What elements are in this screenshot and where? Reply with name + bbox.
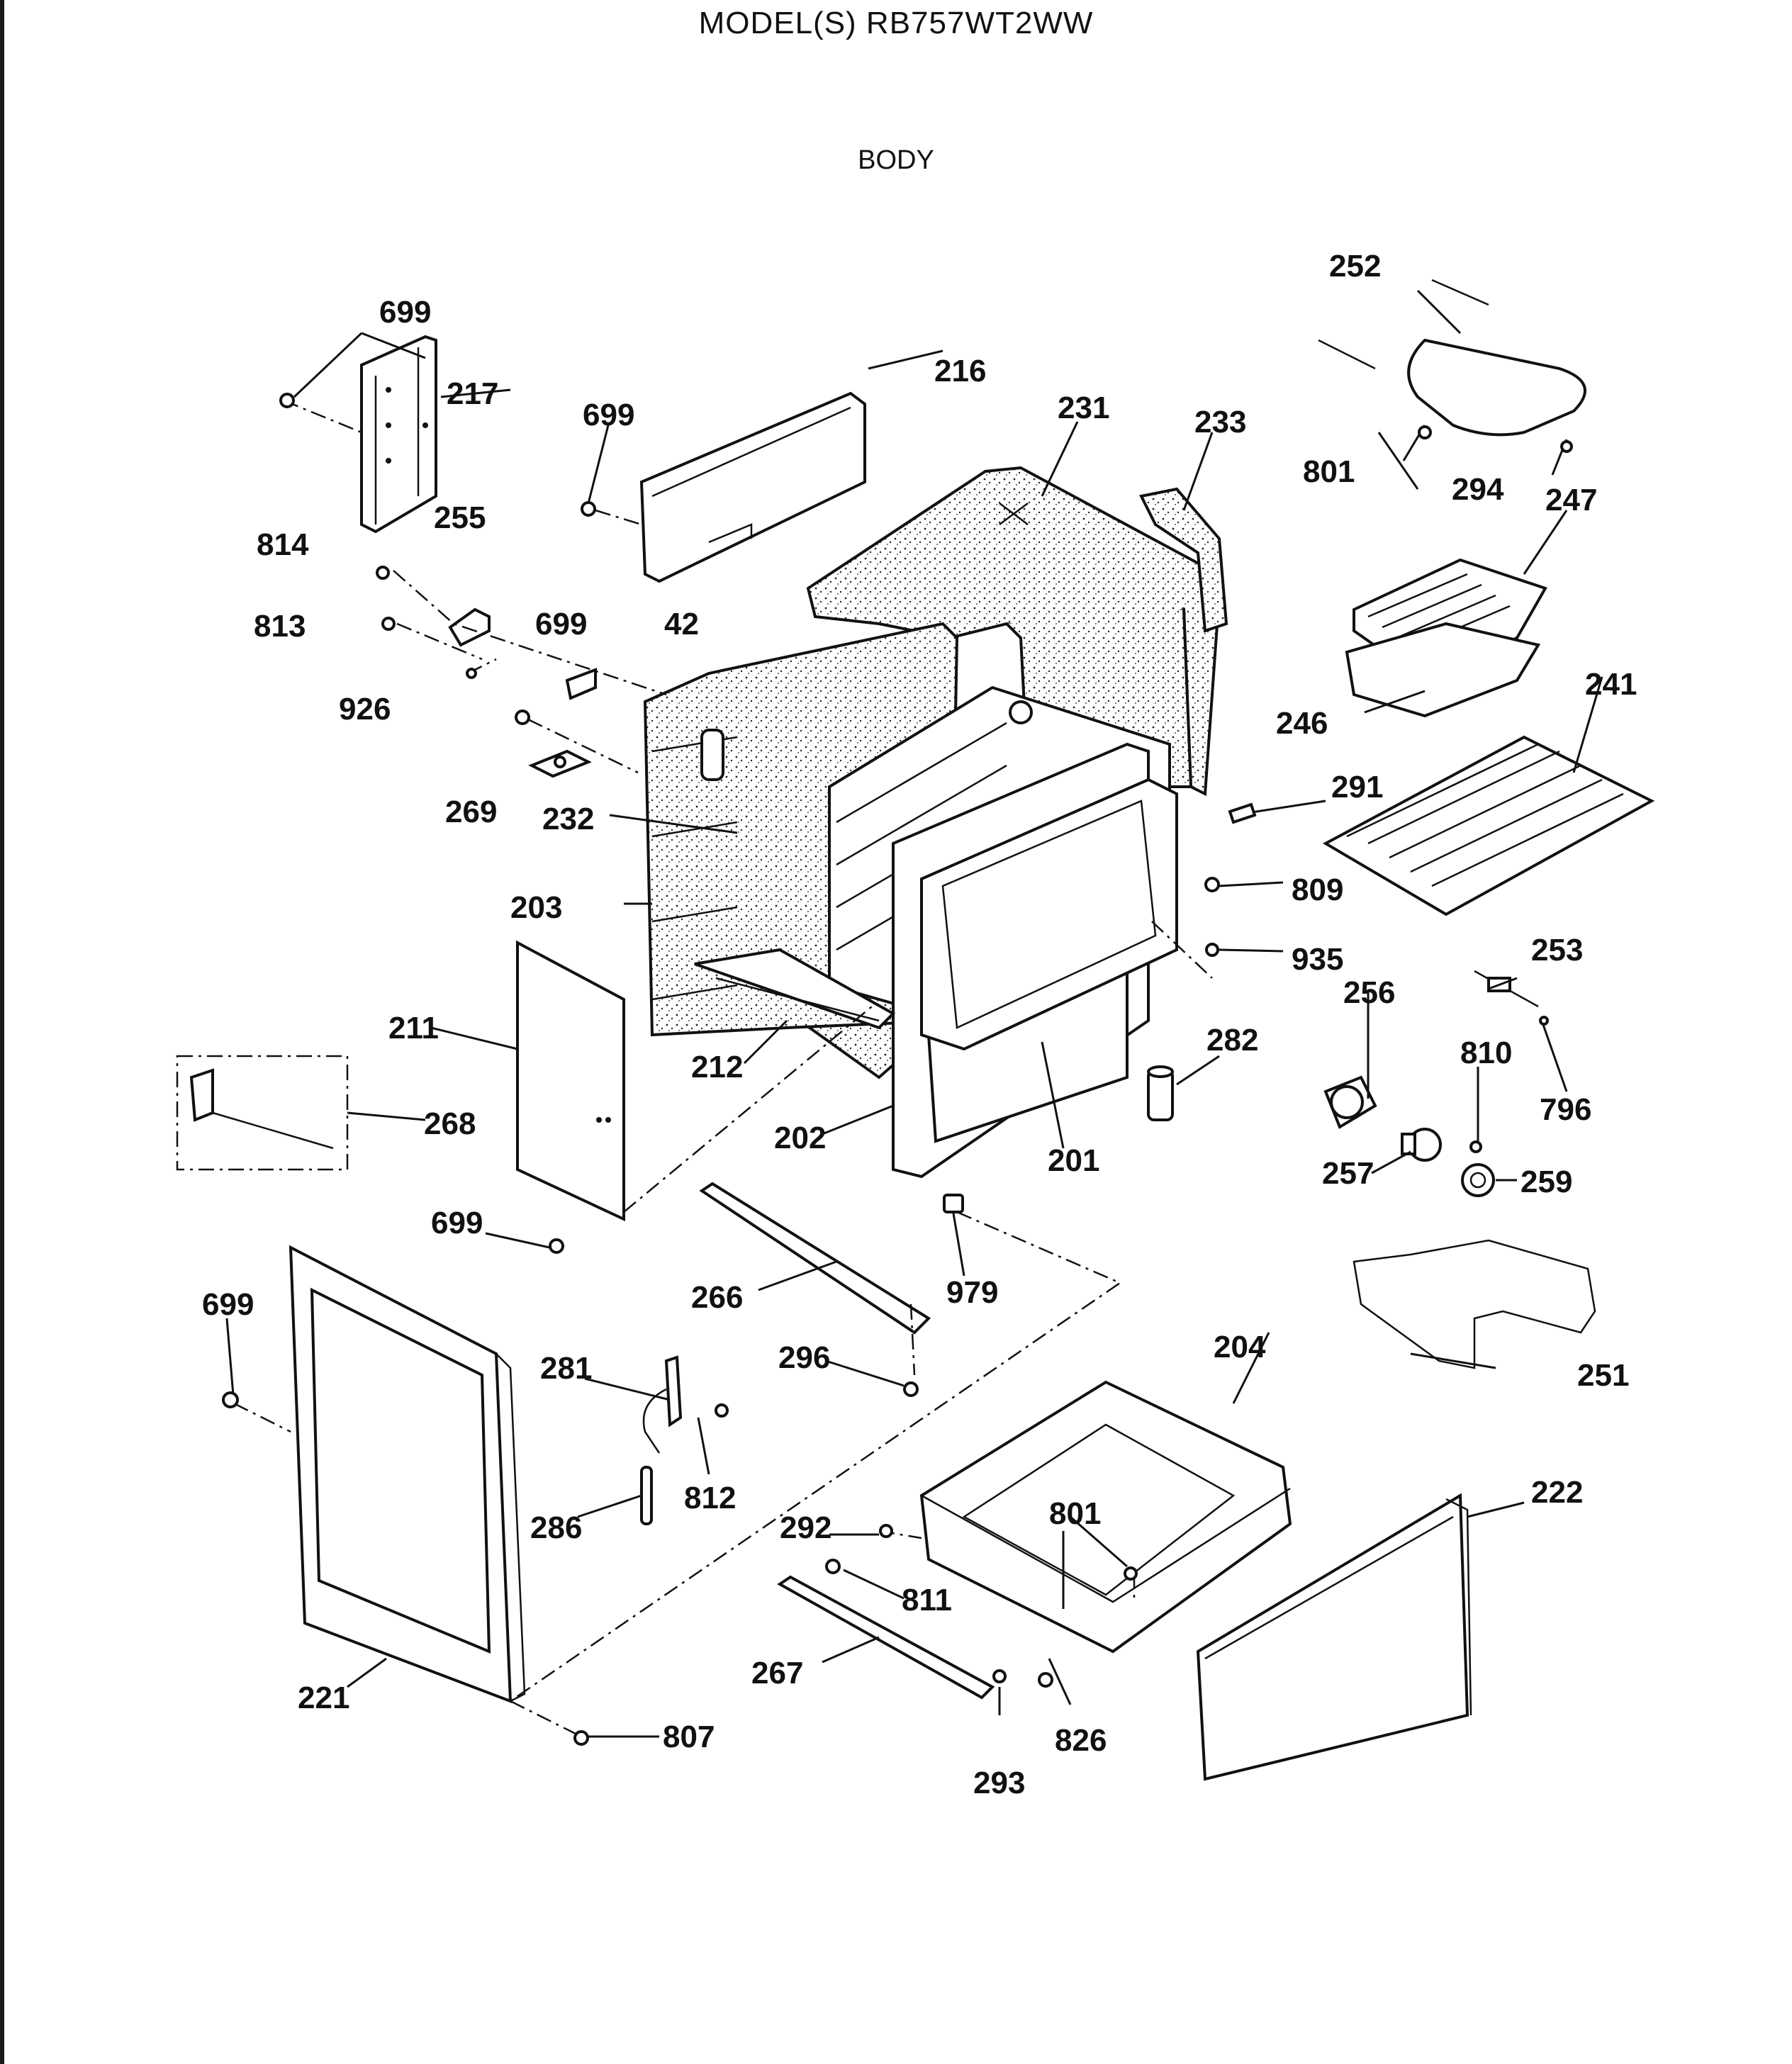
callout-699: 699	[431, 1206, 483, 1240]
callout-699: 699	[583, 398, 634, 432]
callout-221: 221	[298, 1681, 349, 1715]
top-panel-216	[639, 391, 866, 583]
callout-296: 296	[778, 1340, 830, 1375]
callout-247: 247	[1545, 483, 1597, 517]
callout-246: 246	[1276, 706, 1328, 741]
callout-257: 257	[1322, 1156, 1374, 1191]
callout-699: 699	[202, 1287, 254, 1322]
callout-202: 202	[774, 1121, 826, 1155]
callout-826: 826	[1055, 1723, 1107, 1758]
door-liner-201	[920, 778, 1178, 1051]
callout-201: 201	[1048, 1143, 1099, 1178]
callout-293: 293	[973, 1766, 1025, 1800]
callout-292: 292	[780, 1510, 831, 1545]
callout-291: 291	[1331, 770, 1383, 804]
callout-810: 810	[1460, 1036, 1512, 1070]
callout-204: 204	[1214, 1330, 1266, 1364]
callout-217: 217	[447, 376, 498, 411]
side-duct-233	[1139, 487, 1228, 633]
callout-699: 699	[379, 295, 431, 330]
callout-211: 211	[388, 1011, 439, 1045]
callout-232: 232	[542, 802, 594, 836]
bracket-217	[360, 335, 437, 534]
callout-203: 203	[510, 890, 562, 925]
callout-222: 222	[1531, 1475, 1583, 1510]
callout-42: 42	[664, 607, 699, 641]
callout-286: 286	[530, 1510, 582, 1545]
callout-699: 699	[535, 607, 587, 641]
callout-282: 282	[1206, 1023, 1258, 1058]
leveler-282	[1147, 1065, 1174, 1121]
callout-266: 266	[691, 1280, 743, 1315]
oven-rack-241	[1322, 735, 1655, 916]
section-title: BODY	[858, 145, 934, 175]
hinge-pin-286	[640, 1466, 653, 1525]
callout-212: 212	[691, 1050, 743, 1084]
callout-814: 814	[257, 527, 309, 562]
callout-269: 269	[445, 795, 497, 829]
light-lens-259	[1461, 1163, 1495, 1197]
callout-812: 812	[684, 1481, 736, 1515]
broiler-grid-246	[1345, 622, 1541, 718]
drawer-front-222	[1196, 1493, 1472, 1781]
callout-252: 252	[1329, 249, 1381, 284]
bake-element-251	[1353, 1239, 1596, 1369]
bottom-plate-212	[694, 948, 896, 1030]
callout-253: 253	[1531, 933, 1583, 968]
callout-268: 268	[424, 1106, 476, 1141]
callout-801: 801	[1049, 1496, 1101, 1531]
light-bulb-257	[1401, 1128, 1442, 1162]
light-receptacle-256	[1323, 1075, 1377, 1129]
callout-811: 811	[902, 1583, 952, 1617]
callout-807: 807	[663, 1720, 715, 1754]
drawer-rail-267	[777, 1575, 995, 1700]
hinge-bracket-255	[448, 607, 491, 647]
callout-979: 979	[946, 1275, 998, 1310]
sensor-253	[1474, 970, 1539, 1008]
callout-294: 294	[1452, 472, 1504, 507]
callout-255: 255	[434, 500, 486, 535]
door-hinge-281	[642, 1355, 683, 1454]
callout-241: 241	[1585, 667, 1637, 702]
leader-lines	[225, 289, 1603, 1738]
callout-926: 926	[339, 692, 391, 727]
scan-edge	[0, 0, 4, 2064]
callout-809: 809	[1292, 873, 1343, 907]
door-221	[289, 1245, 526, 1703]
fasteners	[222, 393, 1573, 1746]
callout-233: 233	[1194, 405, 1246, 439]
terminal-block-268-box	[176, 1055, 349, 1171]
callout-256: 256	[1343, 975, 1395, 1010]
callout-251: 251	[1577, 1358, 1629, 1393]
broil-element-252	[1318, 279, 1586, 437]
callout-801: 801	[1303, 454, 1355, 489]
latch-269	[528, 749, 592, 778]
callout-935: 935	[1292, 942, 1343, 977]
callout-216: 216	[934, 354, 986, 388]
callout-281: 281	[540, 1351, 592, 1386]
drawer-204	[919, 1380, 1292, 1654]
page-title: MODEL(S) RB757WT2WW	[698, 6, 1094, 40]
rear-panel-211	[516, 940, 625, 1222]
plate-42	[565, 668, 597, 700]
slide-rail-266	[699, 1182, 931, 1335]
callout-259: 259	[1521, 1165, 1572, 1199]
clip-979	[943, 1194, 964, 1213]
callout-267: 267	[751, 1656, 803, 1690]
callout-labels: 699 217 699 216 231 233 252 801 294 247 …	[202, 249, 1637, 1800]
callout-813: 813	[254, 609, 306, 644]
callout-796: 796	[1540, 1092, 1591, 1127]
callout-231: 231	[1058, 391, 1109, 425]
